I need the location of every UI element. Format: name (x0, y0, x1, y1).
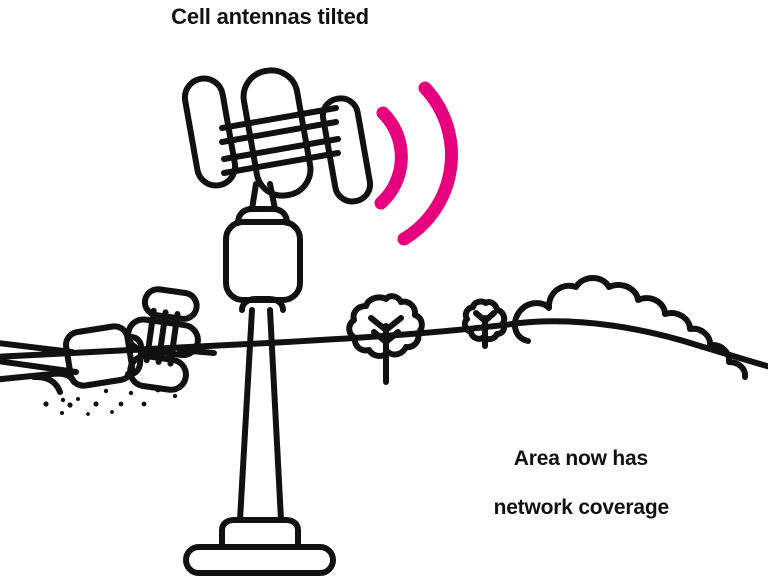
signal-waves (374, 81, 458, 246)
signal-arc-inner (374, 106, 408, 210)
fallen-joint-stub (138, 351, 155, 358)
fallen-mast-lower (0, 358, 79, 375)
fallen-tower (0, 286, 217, 395)
signal-arc-outer (397, 81, 458, 246)
equipment-cabinet-top-collar (235, 206, 290, 226)
tower-base-plate (183, 544, 336, 576)
fallen-crossbar-2 (155, 309, 169, 365)
coverage-caption-line-1: Area now has (513, 446, 648, 470)
antenna-panel-left (181, 75, 239, 189)
fallen-pole-tail (177, 347, 217, 356)
tree-small-branches (473, 310, 497, 324)
fallen-crossbar-3 (167, 311, 181, 367)
fallen-antenna-cluster (125, 286, 201, 393)
page-title: Cell antennas tilted (171, 4, 369, 29)
antenna-panel-center (240, 67, 314, 199)
fallen-panel-right (141, 286, 200, 322)
coverage-caption: Area now has network coverage (400, 422, 740, 546)
tree-large-branches (368, 315, 404, 345)
fallen-mast-upper (0, 340, 75, 355)
fallen-base-curve (31, 373, 63, 395)
debris-dots (43, 387, 178, 416)
hedge-bush (511, 275, 749, 380)
equipment-cabinet (223, 219, 303, 303)
coverage-caption-line-2: network coverage (493, 496, 670, 520)
tower-mast-left (237, 307, 255, 523)
antenna-crossbars (219, 105, 341, 176)
antenna-panel-right (319, 95, 374, 205)
scene-strokes (0, 67, 768, 576)
tower-mast-right (267, 307, 284, 523)
tower-base-collar (219, 517, 301, 550)
fallen-equipment-cabinet (63, 323, 135, 389)
